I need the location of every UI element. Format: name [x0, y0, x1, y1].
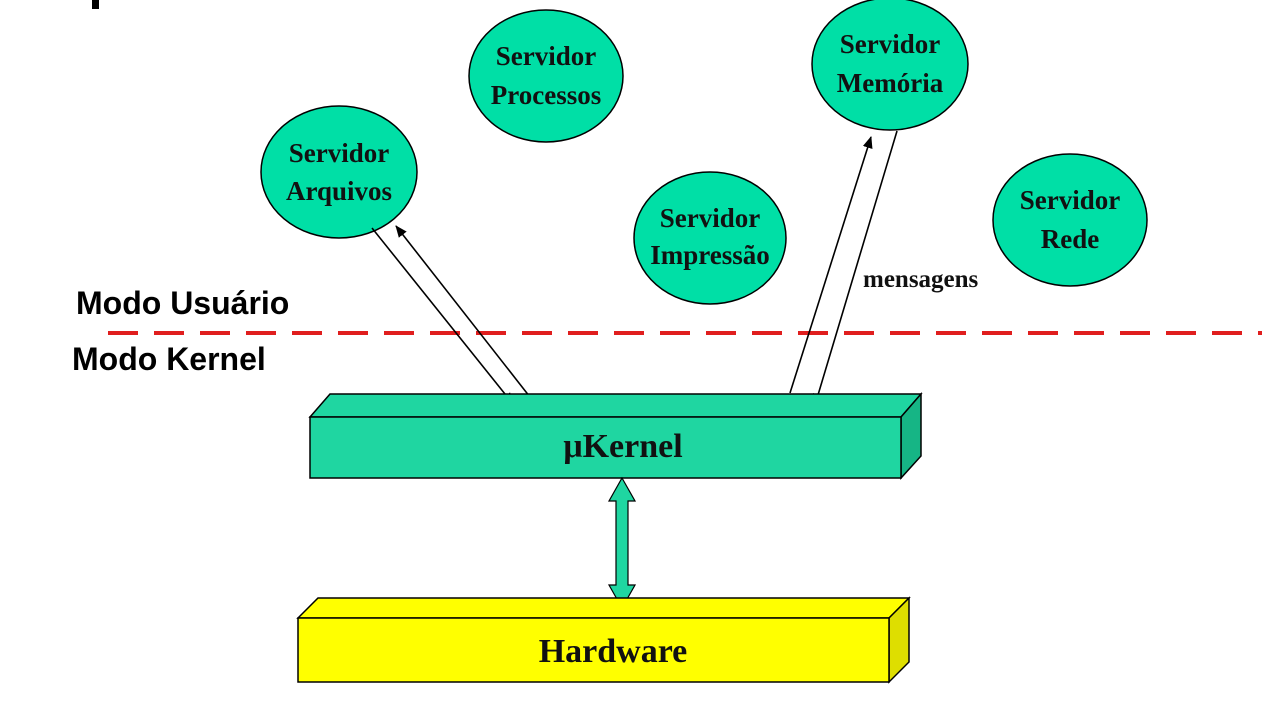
hardware-box: Hardware	[296, 596, 911, 684]
server-arquivos-line1: Servidor	[289, 138, 390, 168]
server-processos: Servidor Processos	[468, 9, 624, 143]
server-impressao-line1: Servidor	[660, 203, 761, 233]
server-memoria-line1: Servidor	[840, 29, 941, 59]
kernel-hardware-double-arrow	[607, 476, 637, 610]
server-rede-line1: Servidor	[1020, 185, 1121, 215]
server-impressao-line2: Impressão	[650, 240, 770, 270]
server-rede: Servidor Rede	[992, 153, 1148, 287]
server-processos-line1: Servidor	[496, 41, 597, 71]
server-memoria: Servidor Memória	[811, 0, 969, 131]
arquivos-to-kernel-arrow	[371, 227, 514, 405]
kernel-box-top	[308, 393, 923, 418]
kernel-box: μKernel	[308, 391, 923, 480]
server-arquivos: Servidor Arquivos	[260, 105, 418, 239]
kernel-to-arquivos-arrow	[395, 225, 538, 407]
server-arquivos-line2: Arquivos	[286, 176, 392, 206]
memoria-to-kernel-arrow	[813, 130, 898, 406]
kernel-mode-label: Modo Kernel	[72, 341, 266, 377]
server-processos-line2: Processos	[491, 80, 601, 110]
server-processos-circle	[468, 9, 624, 143]
kernel-to-memoria-arrow	[789, 136, 873, 394]
server-impressao: Servidor Impressão	[633, 171, 787, 305]
server-rede-circle	[992, 153, 1148, 287]
server-rede-line2: Rede	[1041, 224, 1099, 254]
messages-label: mensagens	[863, 266, 979, 293]
hardware-box-front	[297, 617, 890, 683]
server-impressao-circle	[633, 171, 787, 305]
hardware-box-top	[296, 597, 911, 619]
user-mode-label: Modo Usuário	[76, 285, 289, 321]
server-memoria-line2: Memória	[837, 68, 944, 98]
hardware-label: Hardware	[539, 633, 688, 670]
kernel-label: μKernel	[563, 428, 682, 465]
cropped-glyph	[92, 0, 99, 9]
server-arquivos-circle	[260, 105, 418, 239]
server-memoria-circle	[811, 0, 969, 131]
kernel-box-front	[309, 416, 902, 479]
